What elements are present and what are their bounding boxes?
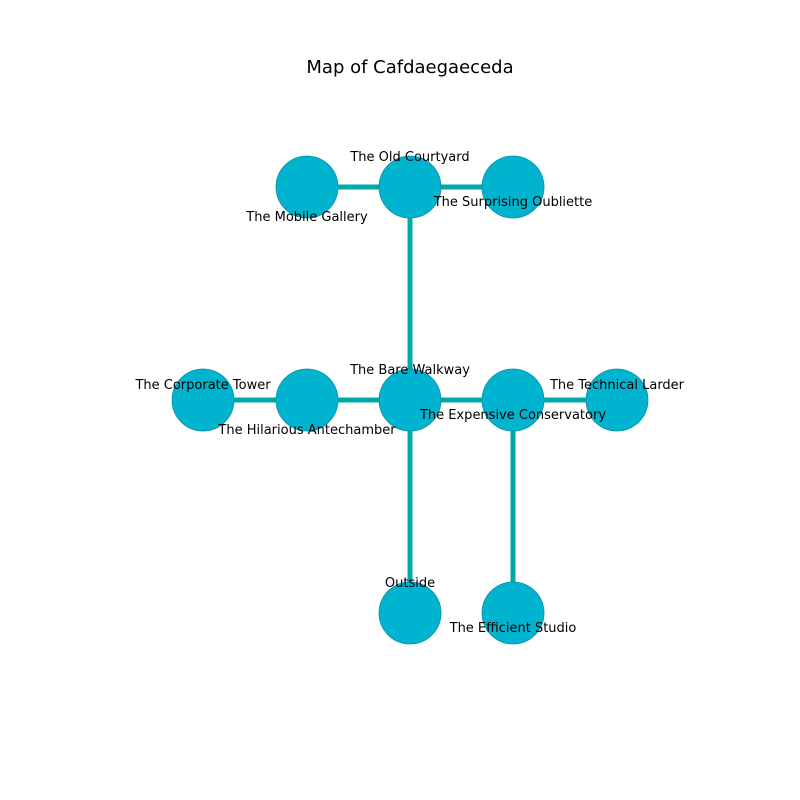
room-label-expensive-conservatory: The Expensive Conservatory [419, 408, 606, 423]
room-node-old-courtyard [378, 155, 442, 219]
room-node-mobile-gallery [275, 155, 339, 219]
room-label-corporate-tower: The Corporate Tower [134, 378, 271, 393]
room-label-outside: Outside [385, 576, 435, 591]
room-label-surprising-oubliette: The Surprising Oubliette [433, 195, 593, 210]
room-label-hilarious-antechamber: The Hilarious Antechamber [217, 423, 396, 438]
map-title: Map of Cafdaegaeceda [306, 57, 513, 78]
room-label-old-courtyard: The Old Courtyard [349, 150, 469, 165]
room-node-corporate-tower [171, 368, 235, 432]
room-node-expensive-conservatory [481, 368, 545, 432]
room-node-hilarious-antechamber [275, 368, 339, 432]
room-label-technical-larder: The Technical Larder [549, 378, 685, 393]
room-node-surprising-oubliette [481, 155, 545, 219]
rooms-layer [171, 155, 649, 645]
room-node-technical-larder [585, 368, 649, 432]
room-node-efficient-studio [481, 581, 545, 645]
room-node-bare-walkway [378, 368, 442, 432]
room-label-efficient-studio: The Efficient Studio [449, 621, 577, 636]
room-label-bare-walkway: The Bare Walkway [349, 363, 470, 378]
room-label-mobile-gallery: The Mobile Gallery [245, 210, 368, 225]
room-node-outside [378, 581, 442, 645]
